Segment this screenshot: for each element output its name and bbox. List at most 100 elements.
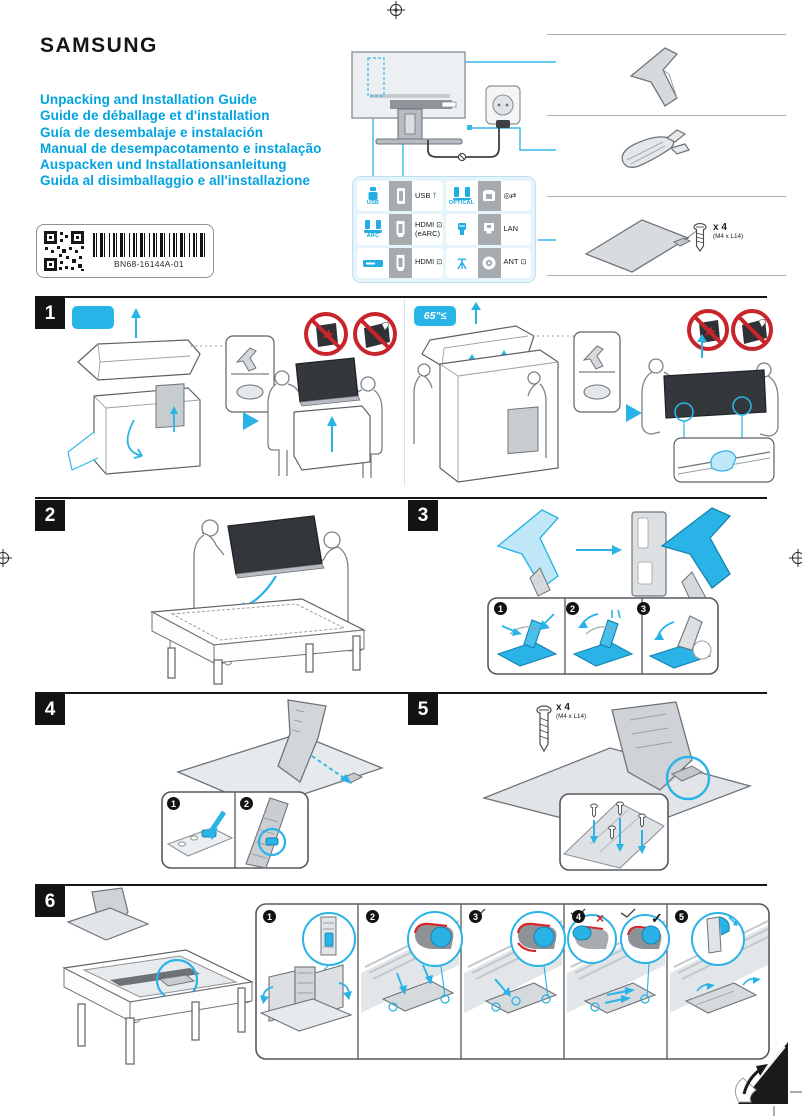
barcode-block: BN68-16144A-01 [91,233,207,269]
foam-lid [77,339,201,381]
neck-with-packaging [631,507,732,605]
no-press-sign-65 [687,309,729,351]
illustration-screw-stand [481,701,753,871]
accessory-divider-2 [547,115,786,116]
accessory-base-plate [584,219,707,273]
title-fr: Guide de déballage et d'installation [40,108,270,124]
neck-highlighted [496,509,560,597]
cell3-press-plate [464,908,566,1014]
section5-screw-label: x 4 (M4 x L14) [556,702,586,720]
size-badge-65: 65"≤ [414,306,456,326]
cell4-check-seated [567,908,670,1014]
port-row-optical: OPTICAL ◎⇄ [445,181,531,212]
screw-spec: (M4 x L14) [556,713,587,720]
qr-code [43,230,85,272]
step-badge: 1 [167,797,180,810]
lan-port-label: LAN [503,224,519,234]
step-badge: 5 [675,910,688,923]
no-press-sign [304,312,348,356]
hdmi-port-label: HDMI ⊡ [415,257,443,267]
section1-rule [35,296,767,298]
section5-number: 5 [408,694,438,725]
title-es: Guía de desembalaje e instalación [40,124,264,140]
optical-device-icon: OPTICAL [446,186,478,206]
port-row-hdmi-earc: ARC HDMI ⊡ (eARC) [357,214,443,245]
screw-qty: x 4 [556,702,570,713]
insert-arrow [311,755,352,784]
assemble-arrow [576,545,622,555]
screw-icon-large [536,705,552,753]
illustration-tv-facedown [62,887,254,1065]
hdmi-earc-port [389,214,412,245]
section6-number: 6 [35,886,65,917]
registration-mark-right [789,549,802,567]
screw-spec: (M4 x L14) [713,233,744,240]
hdmi-in-icon: ⊡ [436,259,443,267]
soundbar-arc-icon: ARC [357,219,389,239]
usb-trident-icon: ᛉ [432,192,437,200]
accessory-divider-3 [547,196,786,197]
grip-detail-inset [673,437,775,483]
port-row-lan: LAN [445,214,531,245]
usb-device-label: USB [366,199,380,206]
section4-rule [35,692,767,694]
lan-port [477,214,501,245]
lan-cable-icon [446,222,478,236]
port-row-usb: USB USB ᛉ [357,181,443,212]
carton-bottom [67,383,201,475]
tv-out-of-box [293,357,371,471]
illustration-stand-assembly [487,507,732,675]
neck-above [277,699,327,784]
antenna-icon [446,256,478,270]
cell2-align-plate [361,911,463,1013]
check-mark: ✓ [651,910,663,926]
step-badge: 2 [240,797,253,810]
step-badge: 2 [566,602,579,615]
registration-mark-top [387,1,405,19]
title-it: Guida al disimballaggio e all'installazi… [40,173,311,189]
step-badge: 2 [366,910,379,923]
fold-arrow [126,406,178,459]
step-badge: 4 [572,910,585,923]
cell5-close-flaps [670,912,769,1014]
screws-detail-inset [559,793,669,871]
ports-panel: USB USB ᛉ OPTICAL ◎⇄ ARC HDMI ⊡ (eARC [352,176,536,283]
usb-device-icon: USB [357,186,389,206]
wrong-mark: × [596,910,605,926]
usb-port [389,181,412,212]
next-step-arrow [243,412,259,430]
port-row-hdmi: HDMI ⊡ [357,247,443,278]
detail-hook-insert [166,810,234,857]
accessory-divider-4 [547,275,786,276]
title-en: Unpacking and Installation Guide [40,92,257,107]
title-block: Unpacking and Installation Guide Guide d… [40,92,322,190]
arc-device-label: ARC [366,232,380,239]
substep2-scene [572,609,634,667]
title-pt: Manual de desempacotamento e instalação [40,140,322,156]
table-tv-facedown [62,949,254,1065]
media-device-icon [357,258,389,268]
section2-rule [35,497,767,499]
no-grab-sign-65 [731,309,773,351]
tv-back-diagram [351,51,556,241]
helpers-65 [413,363,547,458]
wall-outlet [485,85,521,128]
next-step-arrow-65 [626,404,642,422]
digital-audio-out-icon: ◎⇄ [503,191,517,201]
detail-hook-locked [245,797,289,869]
table-with-cloth [149,598,367,685]
attach-steps-strip [255,903,770,1060]
contents-inset [225,335,275,413]
assembled-stand-small [66,887,150,941]
part-number-text: BN68-16144A-01 [114,259,184,269]
illustration-unbox-65 [413,302,779,483]
samsung-logo: SAMSUNG [40,34,158,57]
port-row-ant: ANT ⊡ [445,247,531,278]
section6-rule [35,884,767,886]
screw-icon [693,223,707,252]
section1-number: 1 [35,298,65,329]
optical-port [477,181,501,212]
cable-tie-mark [457,152,467,162]
section2-number: 2 [35,500,65,531]
substep1-scene [496,613,558,667]
